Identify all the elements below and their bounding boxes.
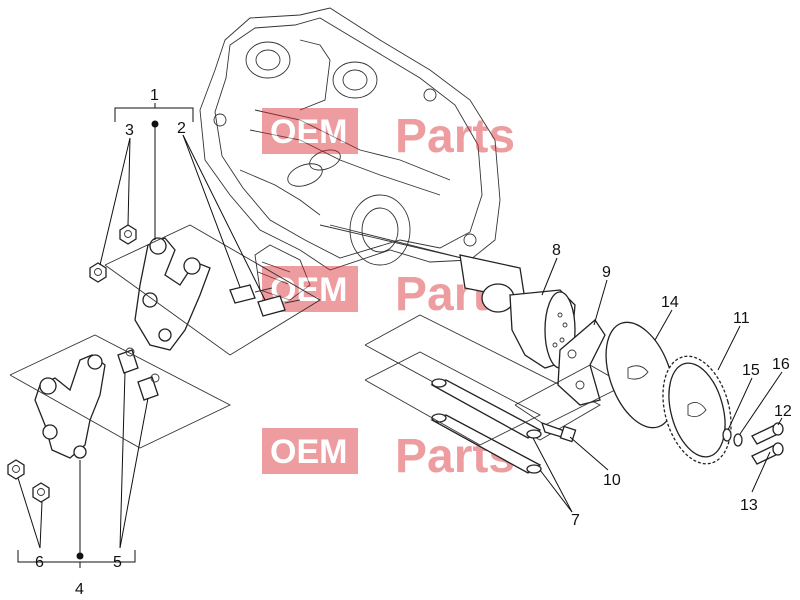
pin-upper [430, 378, 542, 439]
callout-11: 11 [733, 310, 750, 327]
callout-14: 14 [661, 294, 679, 311]
callout-12: 12 [774, 403, 792, 420]
callout-2: 2 [177, 120, 186, 137]
bolt-12 [751, 422, 784, 445]
adjust-screw-b [257, 295, 301, 317]
svg-text:OEM: OEM [270, 113, 347, 151]
callout-5: 5 [113, 554, 122, 571]
assembly-outline-lower [9, 334, 232, 449]
assembly-outline-upper [104, 224, 321, 356]
rocker-arm-lower [34, 354, 106, 459]
bolt-10 [540, 421, 577, 443]
svg-text:Parts: Parts [395, 430, 515, 483]
bolt-13 [751, 442, 784, 465]
callout-3: 3 [125, 122, 134, 139]
callout-1: 1 [150, 87, 159, 104]
pin-outline [364, 351, 541, 446]
rocker-pin-b [137, 373, 160, 401]
watermark-bottom: OEM Parts [262, 428, 515, 483]
callout-13: 13 [740, 497, 758, 514]
leader-lines [17, 103, 783, 568]
callout-9: 9 [602, 264, 611, 281]
nut-lower-a [7, 459, 25, 480]
nut-upper-b [119, 224, 137, 245]
callout-16: 16 [772, 356, 790, 373]
svg-text:OEM: OEM [270, 433, 347, 471]
nut-lower-b [32, 482, 50, 503]
cam-sprocket [662, 355, 732, 465]
camshaft [319, 224, 576, 369]
svg-text:Parts: Parts [395, 110, 515, 163]
callout-dot-1 [151, 120, 159, 128]
pin-lower [430, 413, 542, 474]
callout-dot-4 [76, 552, 84, 560]
cam-retainer-plate [557, 319, 606, 406]
callout-10: 10 [603, 472, 621, 489]
callout-6: 6 [35, 554, 44, 571]
rocker-arm-upper [134, 237, 211, 351]
washer-15 [722, 428, 732, 442]
callout-15: 15 [742, 362, 760, 379]
adjust-screw-a [229, 284, 273, 304]
callout-8: 8 [552, 242, 561, 259]
washer-16 [733, 433, 743, 447]
callout-7: 7 [571, 512, 580, 529]
watermark-top: OEM Parts [262, 108, 515, 163]
nut-upper-a [89, 262, 107, 283]
callout-4: 4 [75, 581, 84, 598]
timing-disk [605, 321, 675, 429]
